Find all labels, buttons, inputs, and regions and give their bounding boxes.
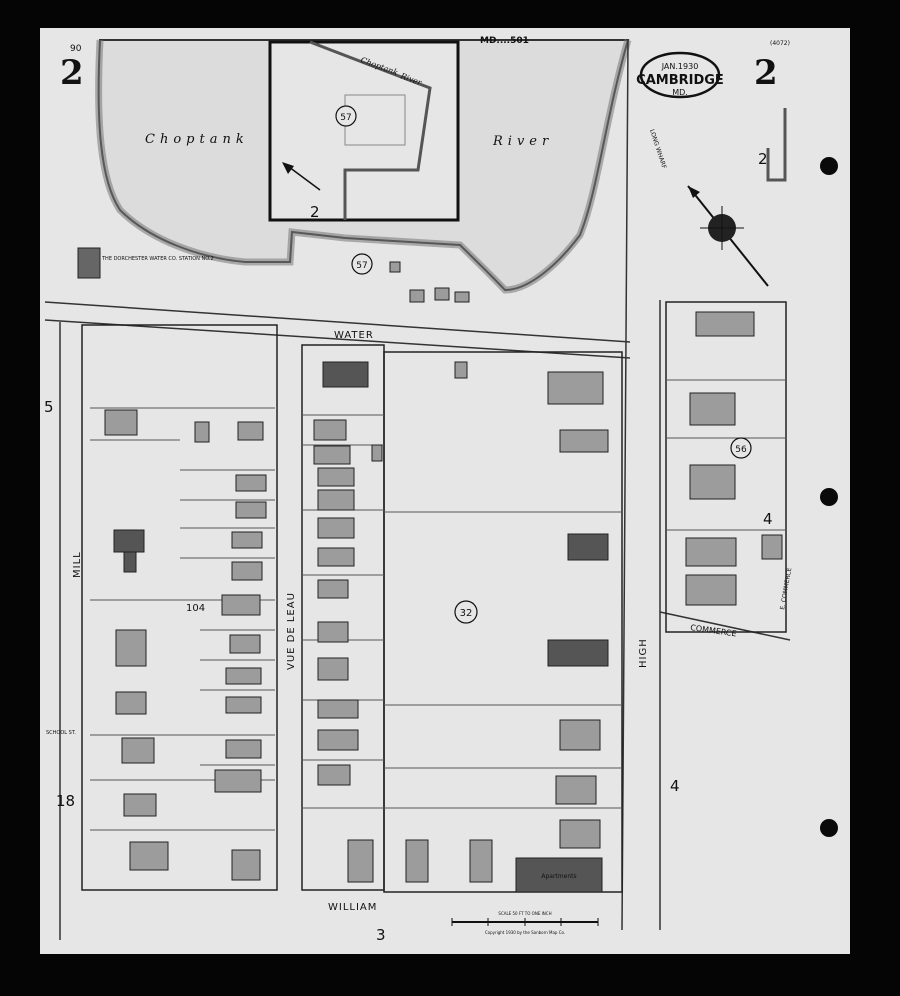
cartouche-state: MD. — [672, 88, 688, 97]
block-circle-32 — [454, 600, 478, 624]
water-company-label: THE DORCHESTER WATER CO. STATION NO.2 — [101, 256, 214, 262]
high-street-line-a — [621, 39, 629, 931]
adjoining-sheet-3: 3 — [376, 926, 386, 944]
volume-reference: MD....501 — [480, 36, 529, 46]
inset-shore — [309, 40, 432, 220]
river-label-right: River — [492, 134, 553, 149]
street-school: SCHOOL ST. — [46, 730, 76, 736]
scale-note: SCALE 50 FT TO ONE INCH — [498, 911, 551, 916]
binder-hole-bottom — [820, 819, 838, 837]
binder-hole-top — [820, 157, 838, 175]
adjoining-sheet-4-lower: 4 — [670, 777, 680, 795]
small-page-number: 90 — [70, 44, 82, 54]
block-number-57-inset: 57 — [340, 113, 351, 123]
corner-reference: (4072) — [770, 40, 790, 47]
apartments-label: Apartments — [541, 873, 576, 880]
corner-key-shape — [766, 108, 787, 182]
street-mill: MILL — [72, 551, 83, 578]
inset-north-arrowhead — [282, 162, 294, 174]
block-circle-57 — [351, 253, 373, 275]
street-water: WATER — [334, 330, 374, 341]
street-high: HIGH — [638, 638, 649, 668]
shoreline — [95, 39, 632, 294]
river-label-left: Choptank — [145, 132, 249, 147]
buildings — [77, 247, 783, 893]
block-56 — [665, 301, 787, 633]
copyright-note: Copyright 1930 by the Sanborn Map Co. — [485, 930, 565, 935]
inset-map-box — [268, 40, 460, 222]
north-compass-icon — [687, 185, 769, 287]
adjoining-sheet-18: 18 — [56, 792, 75, 810]
sheet-number-left: 2 — [60, 53, 84, 93]
block-32 — [383, 351, 623, 893]
binder-hole-middle — [820, 488, 838, 506]
cartouche-city: CAMBRIDGE — [636, 73, 724, 88]
block-number-57: 57 — [356, 261, 367, 271]
cartouche-date: JAN.1930 — [661, 62, 699, 71]
block-number-104: 104 — [186, 603, 205, 614]
block-circle-57-inset — [335, 105, 357, 127]
commerce-line — [659, 611, 791, 641]
street-william: WILLIAM — [328, 902, 377, 913]
block-number-56: 56 — [735, 445, 747, 455]
block-circle-56 — [730, 437, 752, 459]
adjoining-sheet-2-inset: 2 — [310, 203, 320, 221]
water-street-line-a — [44, 301, 631, 343]
sheet-number-right: 2 — [754, 53, 778, 93]
street-e-commerce: E. COMMERCE — [779, 567, 793, 610]
street-commerce: COMMERCE — [690, 623, 737, 638]
block-mill-west — [81, 324, 278, 891]
adjoining-sheet-2-corner: 2 — [758, 150, 768, 168]
street-vue-de-leau: VUE DE LEAU — [286, 592, 297, 670]
title-cartouche — [639, 51, 721, 99]
adjoining-sheet-4-upper: 4 — [763, 510, 773, 528]
scale-bar — [451, 918, 599, 926]
long-wharf-label: LONG WHARF — [648, 128, 668, 170]
adjoining-sheet-5: 5 — [44, 398, 54, 416]
block-number-32: 32 — [460, 608, 473, 619]
